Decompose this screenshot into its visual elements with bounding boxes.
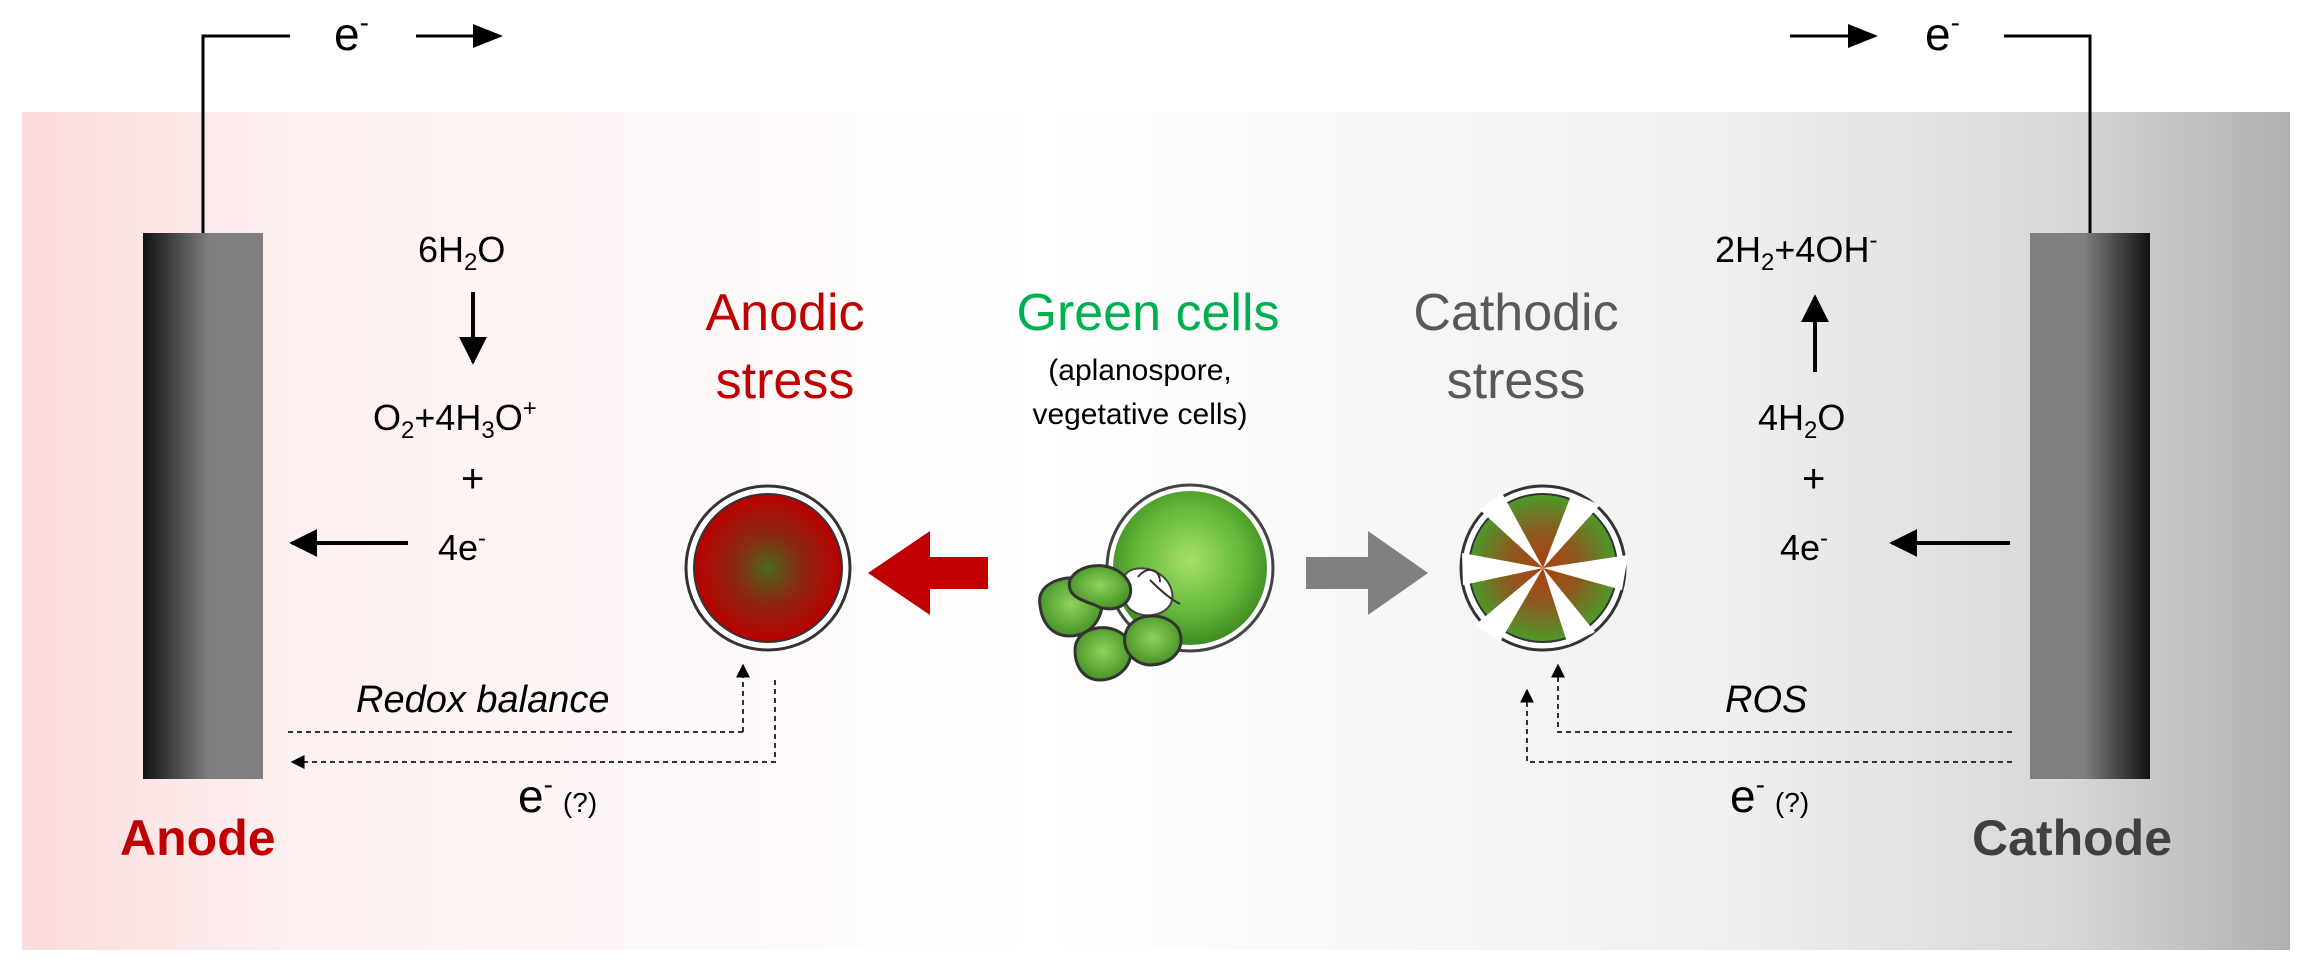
green-cells-subtitle-line2: vegetative cells) [1032,398,1247,431]
anodic-stress-title-line1: Anodic [706,284,865,342]
green-cells-title: Green cells [1017,284,1280,342]
cathode-electrode [2030,233,2150,779]
cathode-plus: + [1802,457,1825,501]
anodic-stress-title-line2: stress [716,352,855,410]
anode-electrons: 4e- [438,525,486,568]
anode-wire [201,34,290,233]
anode-plus: + [461,457,484,501]
anodic-stressed-cell [684,484,852,652]
redox-balance-label: Redox balance [356,679,610,721]
cathodic-stressed-cell [1459,484,1628,652]
anode-electron-feedback [290,680,776,769]
anode-product: O2+4H3O+ [373,395,537,444]
cathode-reactant-water: 4H2O [1758,397,1845,444]
cathode-label: Cathode [1972,810,2172,866]
anode-electron-question: e-(?) [518,769,597,822]
anodic-direction-arrow [868,531,988,615]
green-cells-cluster [1038,483,1275,682]
cathodic-stress-title-line1: Cathodic [1413,284,1618,342]
green-cells-subtitle-line1: (aplanospore, [1048,354,1231,387]
cathode-wire [2004,34,2092,233]
top-left-electron-label: e- [334,7,369,60]
cathode-electrons: 4e- [1780,525,1828,568]
cathode-product: 2H2+4OH- [1715,227,1877,276]
anode-electrode [143,233,263,779]
cathodic-stress-title-line2: stress [1447,352,1586,410]
ros-label: ROS [1725,679,1807,721]
ros-arrow [1551,663,2012,733]
anode-label: Anode [120,810,276,866]
cathode-electron-feedback [1520,688,2012,763]
top-right-electron-label: e- [1925,7,1960,60]
anode-reactant-water: 6H2O [418,229,505,276]
cathode-electron-question: e-(?) [1730,769,1809,822]
cathodic-direction-arrow [1306,531,1428,615]
